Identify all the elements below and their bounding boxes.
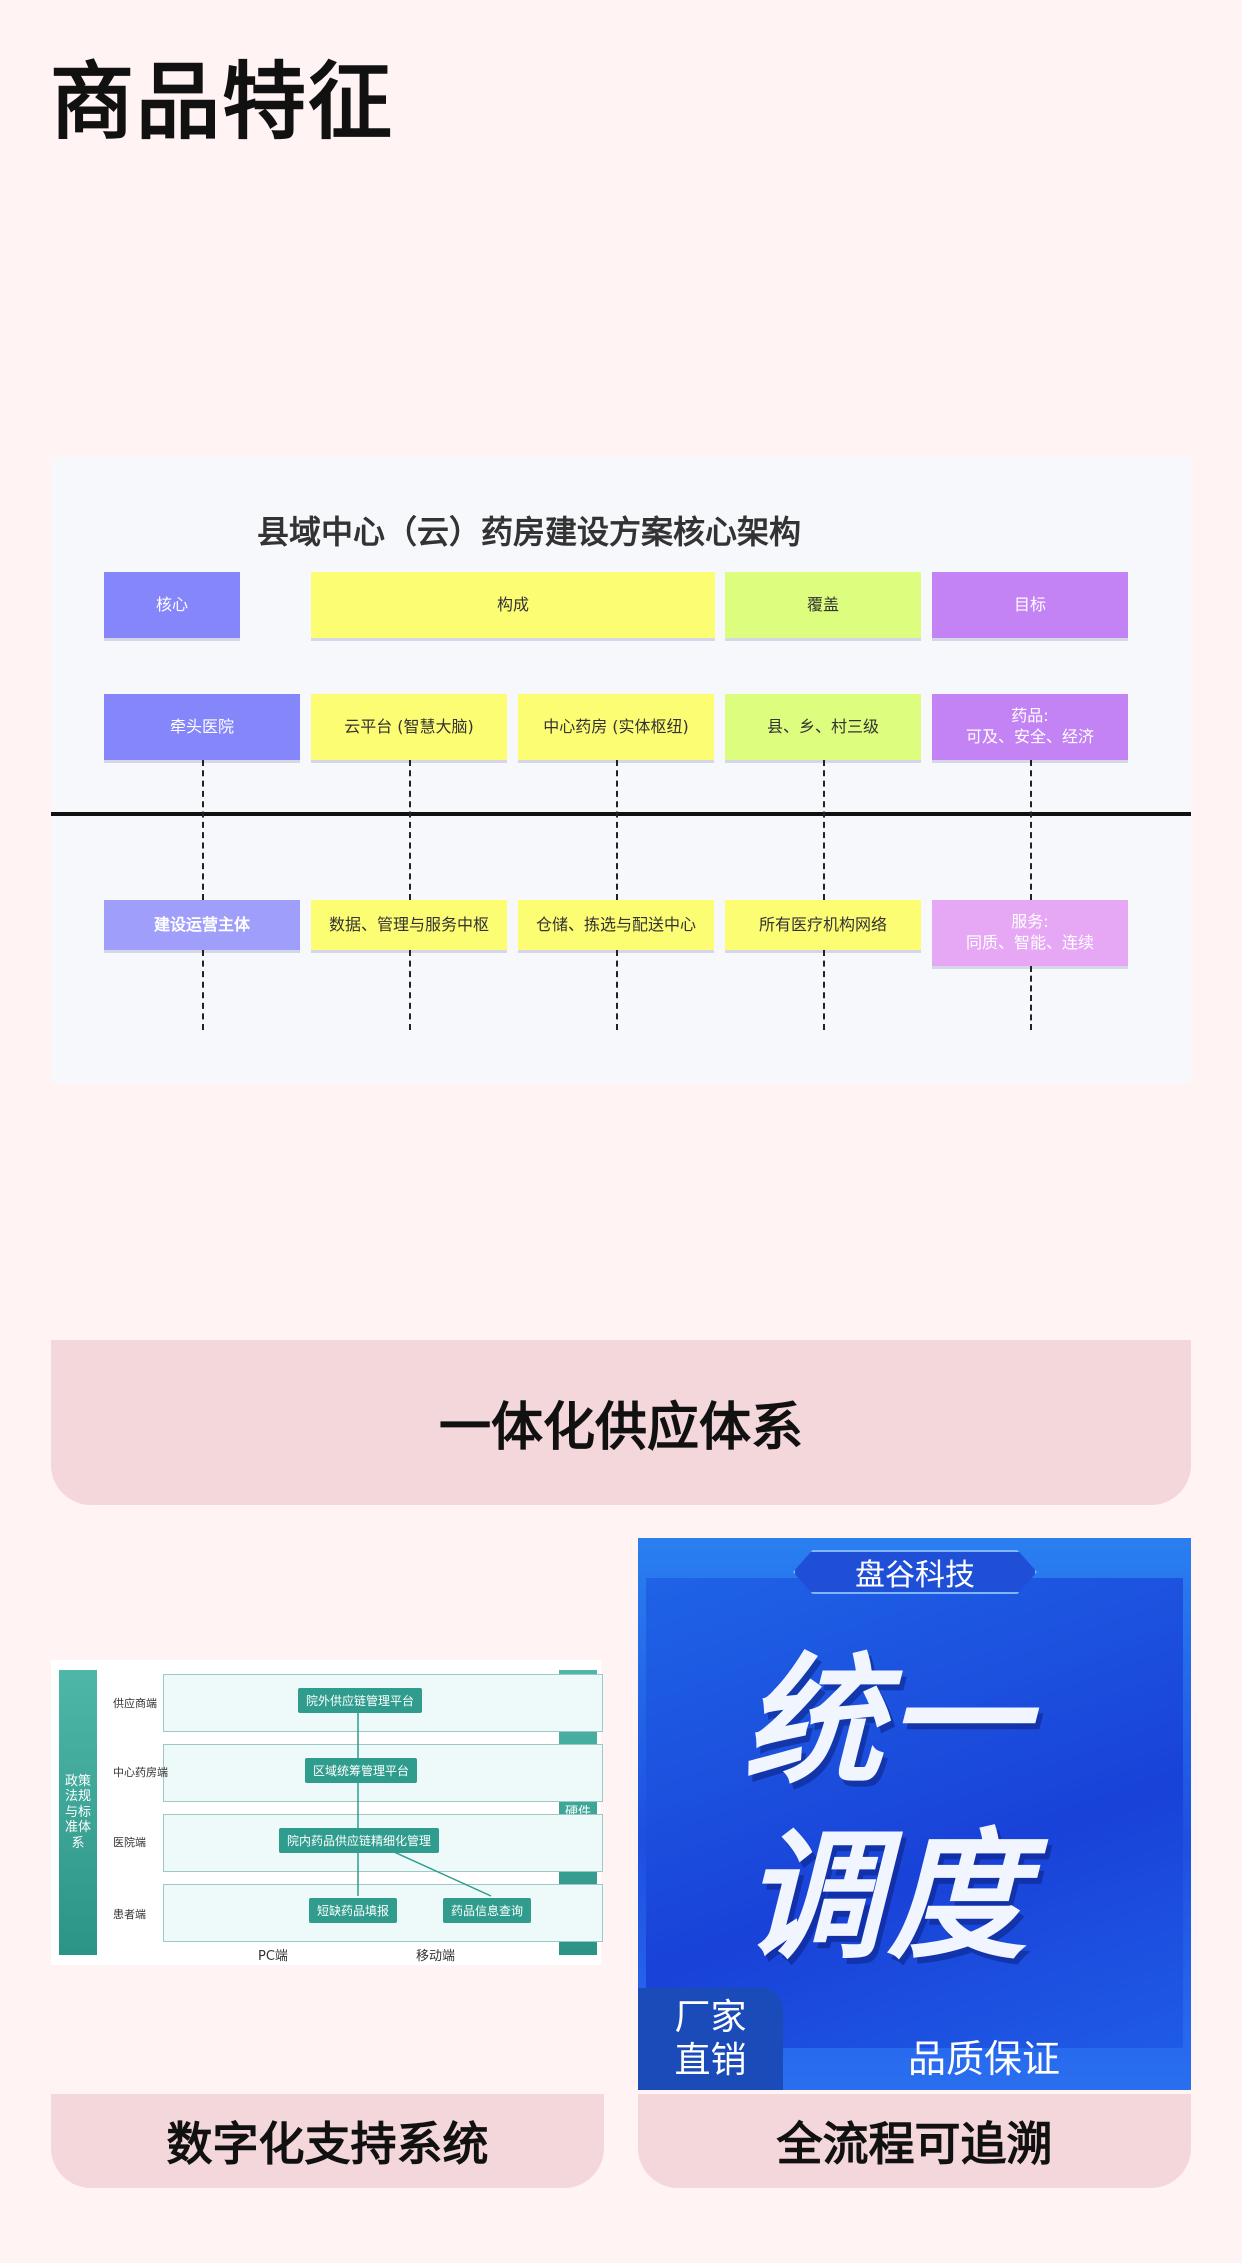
connector-line	[1030, 760, 1032, 900]
cell-three-levels: 县、乡、村三级	[725, 694, 921, 760]
flow-box: 药品信息查询	[443, 1898, 532, 1923]
row-label: 中心药房端	[113, 1766, 168, 1779]
cell-warehouse: 仓储、拣选与配送中心	[518, 900, 714, 950]
cell-operator: 建设运营主体	[104, 900, 300, 950]
header-goal: 目标	[932, 572, 1128, 638]
flow-box: 院外供应链管理平台	[298, 1688, 423, 1713]
cell-cloud-platform: 云平台 (智慧大脑)	[311, 694, 507, 760]
section-banner: 一体化供应体系	[51, 1340, 1191, 1505]
header-core: 核心	[104, 572, 240, 638]
footer-label: 移动端	[416, 1949, 456, 1964]
card-caption-traceable: 全流程可追溯	[638, 2094, 1191, 2188]
policy-bar: 政策 法规 与标 准体 系	[59, 1670, 97, 1955]
factory-direct-badge: 厂家 直销	[638, 1988, 783, 2090]
row-label: 患者端	[113, 1908, 146, 1921]
footer-label: PC端	[258, 1949, 288, 1964]
cell-data-hub: 数据、管理与服务中枢	[311, 900, 507, 950]
cell-lead-hospital: 牵头医院	[104, 694, 300, 760]
connector-line	[823, 950, 825, 1030]
connector-line	[202, 950, 204, 1030]
connector-line	[409, 950, 411, 1030]
row-label: 医院端	[113, 1836, 146, 1849]
promo-panel	[646, 1578, 1183, 2048]
header-composition: 构成	[311, 572, 715, 638]
connector-line	[1030, 966, 1032, 1030]
connector-line	[409, 760, 411, 900]
brand-tag: 盘谷科技	[793, 1550, 1037, 1594]
connector-line	[823, 760, 825, 900]
connector-line	[616, 950, 618, 1030]
flow-arrows	[357, 1704, 492, 1897]
cell-network: 所有医疗机构网络	[725, 900, 921, 950]
flow-box: 短缺药品填报	[309, 1898, 398, 1923]
diagram-title: 县域中心（云）药房建设方案核心架构	[257, 513, 802, 551]
page-title: 商品特征	[50, 53, 395, 151]
quality-tagline: 品质保证	[908, 2037, 1061, 2081]
promo-headline-1: 统一	[743, 1641, 1032, 1804]
flow-box: 区域统筹管理平台	[305, 1758, 418, 1783]
promo-headline-2: 调度	[743, 1816, 1032, 1979]
connector-line	[202, 760, 204, 900]
promo-image: 盘谷科技 统一 调度 厂家 直销 品质保证	[638, 1538, 1191, 2090]
cell-central-pharmacy: 中心药房 (实体枢纽)	[518, 694, 714, 760]
architecture-diagram: 县域中心（云）药房建设方案核心架构 核心 构成 覆盖 目标 牵头医院 云平台 (…	[51, 457, 1191, 1084]
header-coverage: 覆盖	[725, 572, 921, 638]
row-label: 供应商端	[113, 1697, 157, 1710]
divider-line	[51, 812, 1191, 816]
cell-drug-goal: 药品: 可及、安全、经济	[932, 694, 1128, 760]
card-caption-digital: 数字化支持系统	[51, 2094, 604, 2188]
cell-service-goal: 服务: 同质、智能、连续	[932, 900, 1128, 966]
flow-box: 院内药品供应链精细化管理	[279, 1828, 440, 1853]
connector-line	[616, 760, 618, 900]
supply-flow-diagram: 政策 法规 与标 准体 系 三方 硬件 终端 供应商端 中心药房端 医院端 患者…	[51, 1660, 603, 1965]
